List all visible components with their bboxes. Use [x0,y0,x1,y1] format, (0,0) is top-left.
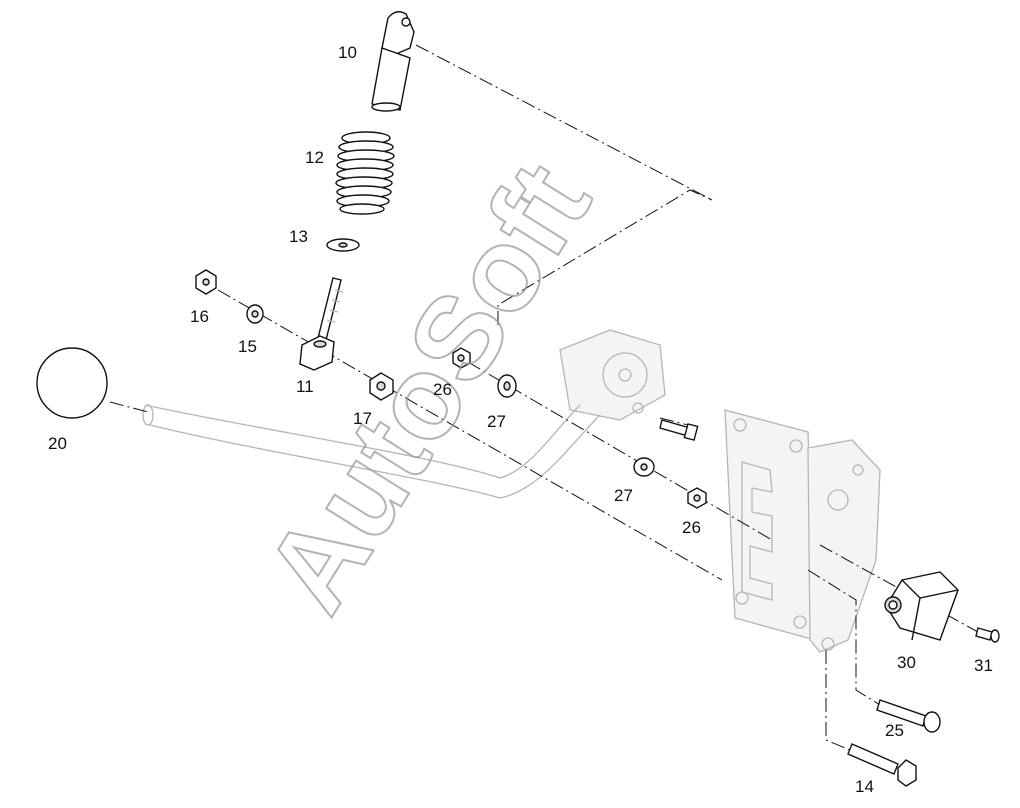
washer-part-27-lower [633,457,655,477]
callout-30: 30 [897,653,916,672]
lever-tube [142,404,601,499]
callout-13: 13 [289,227,308,246]
washer-part-13 [326,238,360,252]
screw-part-31 [975,627,1000,643]
callout-labels: 10 12 13 16 15 11 17 26 27 20 27 26 30 3… [48,43,993,796]
callout-17: 17 [353,409,372,428]
knob-part-20 [36,347,108,419]
bolt-part-25 [876,699,941,733]
nut-part-26-lower [687,487,707,509]
mounting-plate-assembly [724,409,881,653]
callout-26-upper: 26 [433,380,452,399]
switch-part-30 [884,571,959,641]
washer-part-15 [246,304,264,324]
threaded-rod-part-11 [299,277,344,371]
callout-14: 14 [855,777,874,796]
nut-part-16 [195,269,217,295]
pivot-housing [559,329,666,421]
rod-end-part-10 [371,11,415,112]
assembly-lines [109,44,979,751]
pivot-bolt [659,419,699,441]
callout-11: 11 [296,377,314,396]
callout-26-lower: 26 [682,518,701,537]
callout-16: 16 [190,307,209,326]
callout-12: 12 [305,148,324,167]
nut-part-26-upper [452,347,471,369]
callout-15: 15 [238,337,257,356]
spring-part-12 [335,131,395,215]
callout-27-upper: 27 [487,412,506,431]
callout-25: 25 [885,721,904,740]
callout-20: 20 [48,434,67,453]
callout-31: 31 [974,656,993,675]
bolt-part-14 [847,743,917,787]
callout-10: 10 [338,43,357,62]
washer-part-27-upper [497,374,517,398]
callout-27-lower: 27 [614,486,633,505]
nut-part-17 [369,372,394,401]
